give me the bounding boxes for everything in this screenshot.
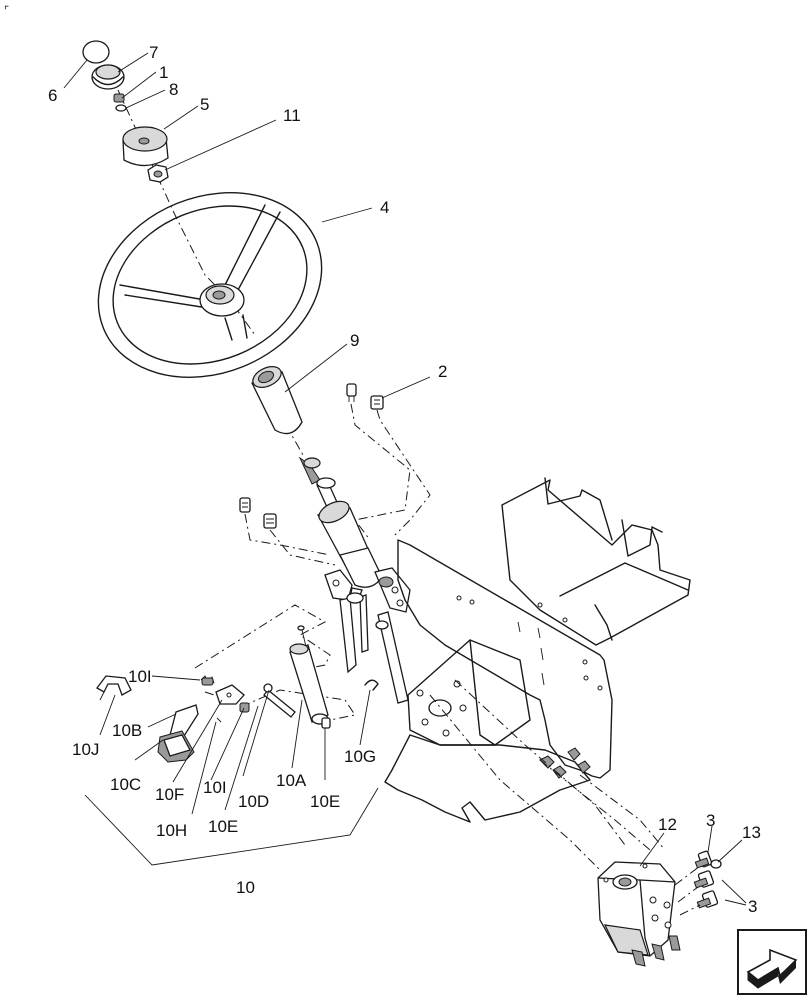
screw-part-lower-b	[263, 513, 277, 529]
callout-10D: 10D	[238, 792, 269, 811]
callout-10: 10	[236, 878, 255, 897]
group-brace-10	[84, 787, 379, 866]
callout-10I-b: 10I	[203, 778, 227, 797]
spring-part-right	[239, 702, 250, 713]
roll-pin-part	[216, 717, 222, 723]
callout-9: 9	[350, 331, 359, 350]
corner-mark: ⌜	[4, 5, 9, 17]
screw-part-upper-a	[346, 383, 357, 402]
leader-lines	[63, 52, 747, 906]
callout-10H: 10H	[156, 821, 187, 840]
lever-knob-part	[157, 730, 195, 763]
screw-part-lower-a	[239, 497, 251, 513]
retaining-clip-part	[364, 679, 379, 691]
callout-10J: 10J	[72, 740, 99, 759]
fitting-part-top	[694, 850, 713, 869]
motor-route-b	[454, 679, 626, 846]
horn-cap-part	[82, 40, 110, 64]
tilt-lever-part	[169, 704, 199, 737]
callout-3-top: 3	[706, 811, 715, 830]
spacer-part	[321, 717, 331, 729]
callout-10C: 10C	[110, 775, 141, 794]
steering-nut-part	[147, 164, 169, 183]
fitting-route-b	[677, 886, 699, 903]
callout-10I-a: 10I	[128, 667, 152, 686]
cap-ring-part	[91, 64, 125, 90]
callout-10E-b: 10E	[208, 817, 238, 836]
tilt-route-upper	[194, 604, 331, 671]
column-sleeve-part	[251, 366, 303, 435]
callout-4: 4	[380, 198, 389, 217]
callout-11: 11	[283, 106, 301, 125]
callout-6: 6	[48, 86, 57, 105]
fitting-part-bottom	[696, 890, 719, 909]
screw-route-upper-b	[376, 409, 431, 536]
fitting-route-c	[679, 904, 701, 916]
tilt-bracket-part	[96, 675, 132, 701]
fitting-part-middle	[693, 870, 715, 889]
steering-motor-part	[597, 861, 681, 967]
pivot-pin-part	[263, 683, 296, 718]
callout-10G: 10G	[344, 747, 376, 766]
steering-column-part	[298, 456, 411, 704]
nut-part	[113, 93, 125, 103]
mounting-frame-part	[384, 477, 691, 823]
screw-part-upper-b	[370, 395, 384, 410]
screw-route-upper-a	[350, 403, 411, 541]
spring-part-left	[200, 675, 215, 686]
hub-cover-part	[122, 126, 169, 167]
callout-2: 2	[438, 362, 447, 381]
callout-10B: 10B	[112, 721, 142, 740]
steering-wheel-part	[97, 192, 323, 378]
screw-route-lower-b	[269, 529, 336, 566]
callout-10E-a: 10E	[310, 792, 340, 811]
motor-route-c	[539, 759, 651, 851]
latch-part	[215, 684, 245, 705]
callout-10A: 10A	[276, 771, 307, 790]
motor-route-d	[579, 774, 666, 851]
callout-13: 13	[742, 823, 761, 842]
fitting-route-a	[674, 865, 701, 886]
callout-12: 12	[658, 815, 677, 834]
callout-10F: 10F	[155, 785, 184, 804]
callout-3-bottom: 3	[748, 897, 757, 916]
gas-spring-part	[289, 625, 329, 725]
motor-route-a	[429, 694, 601, 871]
washer-part	[115, 104, 127, 112]
screw-route-lower-a	[244, 513, 331, 556]
callout-8: 8	[169, 80, 178, 99]
callout-7: 7	[149, 43, 158, 62]
callout-1: 1	[159, 63, 168, 82]
next-page-arrow-icon[interactable]	[737, 929, 807, 995]
callout-5: 5	[200, 95, 209, 114]
